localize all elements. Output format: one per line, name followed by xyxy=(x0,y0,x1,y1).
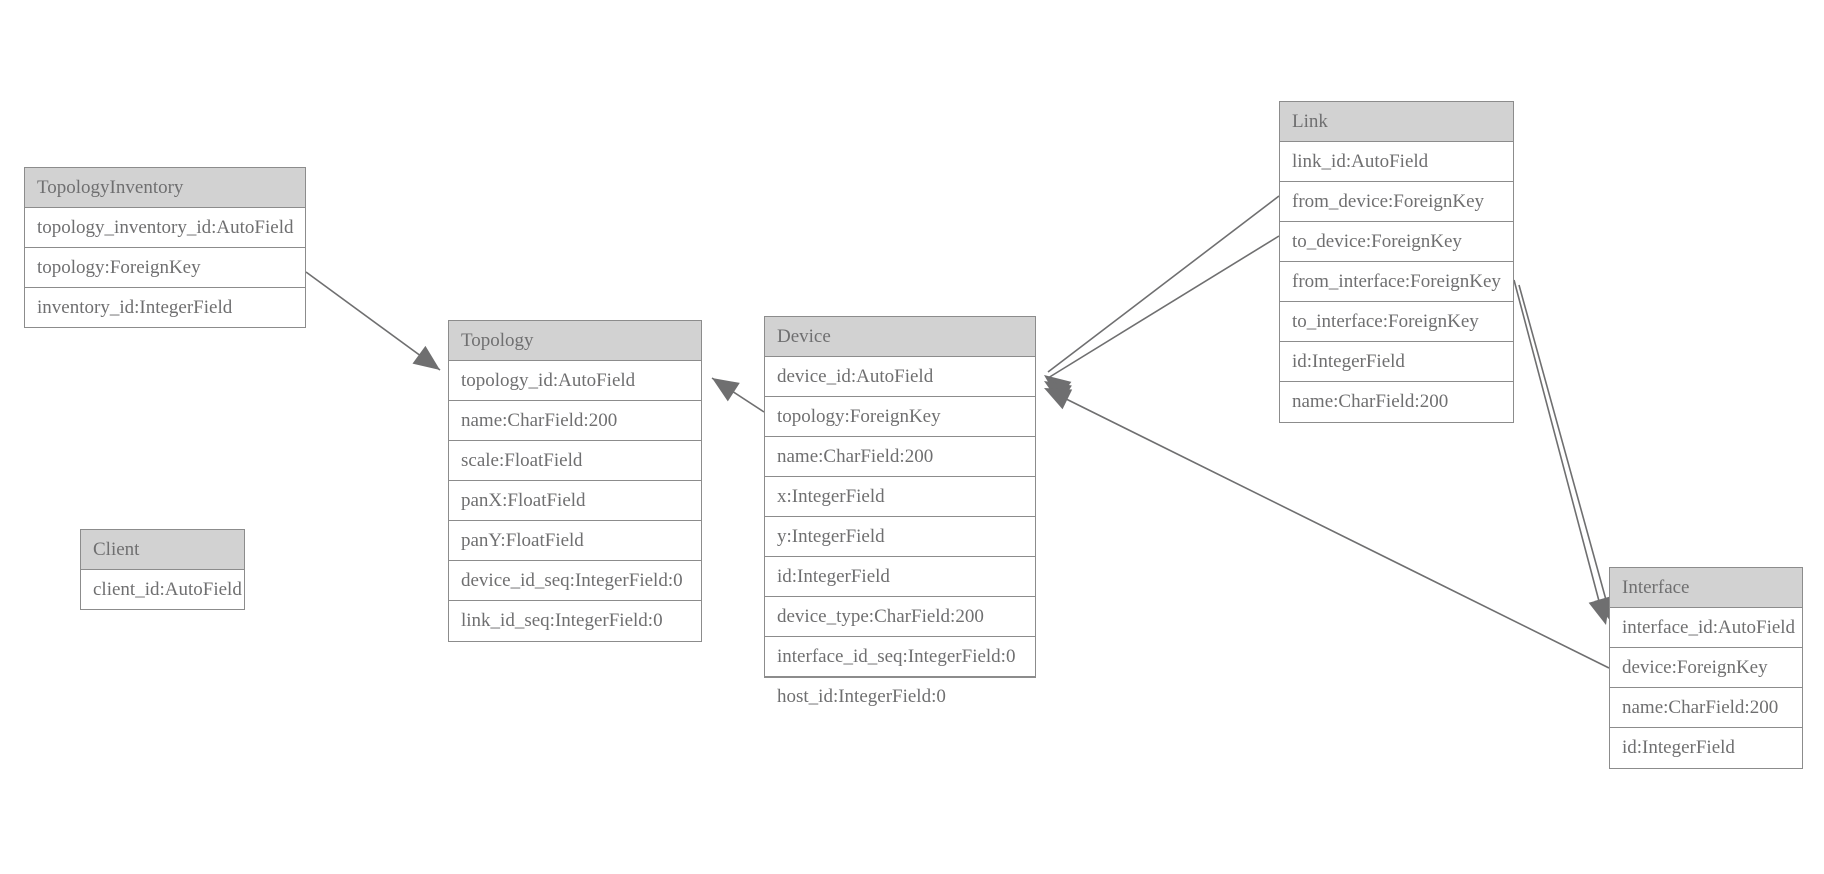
arrowhead-icon xyxy=(712,378,740,402)
entity-attribute-row: from_device:ForeignKey xyxy=(1280,182,1513,222)
relationship-line xyxy=(305,271,441,371)
entity-attribute-row: to_device:ForeignKey xyxy=(1280,222,1513,262)
arrowhead-icon xyxy=(1044,381,1072,405)
relationship-link-to-device xyxy=(1044,235,1280,405)
entity-attribute-row: link_id:AutoField xyxy=(1280,142,1513,182)
entity-attribute-row: name:CharField:200 xyxy=(449,401,701,441)
entity-attribute-row: name:CharField:200 xyxy=(765,437,1035,477)
entity-attribute-row: topology:ForeignKey xyxy=(25,248,305,288)
entity-title-device: Device xyxy=(765,317,1035,357)
entity-attribute-row: interface_id:AutoField xyxy=(1610,608,1802,648)
entity-title-topology_inventory: TopologyInventory xyxy=(25,168,305,208)
entity-attribute-row: id:IntegerField xyxy=(765,557,1035,597)
entity-title-interface: Interface xyxy=(1610,568,1802,608)
entity-attribute-row: from_interface:ForeignKey xyxy=(1280,262,1513,302)
entity-attribute-row: interface_id_seq:IntegerField:0 xyxy=(765,637,1035,677)
entity-attribute-row: link_id_seq:IntegerField:0 xyxy=(461,610,663,631)
entity-attribute-row: id:IntegerField xyxy=(1280,342,1513,382)
entity-attribute-row: name:CharField:200 xyxy=(1292,391,1449,412)
entity-attribute-row: panX:FloatField xyxy=(449,481,701,521)
entity-title-link: Link xyxy=(1280,102,1513,142)
entity-attribute-row: inventory_id:IntegerField xyxy=(37,297,233,318)
relationship-link-from-interface xyxy=(1513,279,1610,625)
arrowhead-icon xyxy=(1044,375,1072,400)
entity-attribute-row: id:IntegerField xyxy=(1622,737,1735,758)
entity-attribute-row: device_id:AutoField xyxy=(765,357,1035,397)
entity-attribute-row: topology_inventory_id:AutoField xyxy=(25,208,305,248)
relationship-device-topology xyxy=(711,377,765,413)
entity-attribute-row: topology:ForeignKey xyxy=(765,397,1035,437)
entity-box-client[interactable]: Client client_id:AutoField xyxy=(80,529,245,610)
relationship-line xyxy=(1047,195,1280,373)
entity-attribute-row: scale:FloatField xyxy=(449,441,701,481)
entity-attribute-row: device_id_seq:IntegerField:0 xyxy=(449,561,701,601)
relationship-line xyxy=(1513,279,1605,621)
entity-attribute-row: topology_id:AutoField xyxy=(449,361,701,401)
entity-title-client: Client xyxy=(81,530,244,570)
entity-attribute-row: panY:FloatField xyxy=(449,521,701,561)
entity-attribute-row: device_type:CharField:200 xyxy=(765,597,1035,637)
relationship-topologyinventory-topology xyxy=(305,271,441,371)
entity-attribute-row: host_id:IntegerField:0 xyxy=(777,686,946,707)
entity-attribute-row: client_id:AutoField xyxy=(93,579,242,600)
entity-attribute-row: device:ForeignKey xyxy=(1610,648,1802,688)
entity-attribute-row: name:CharField:200 xyxy=(1610,688,1802,728)
relationship-link-to-interface xyxy=(1518,284,1616,623)
relationship-line xyxy=(1047,389,1610,669)
arrowhead-icon xyxy=(1044,388,1073,410)
entity-attribute-row: to_interface:ForeignKey xyxy=(1280,302,1513,342)
relationship-line xyxy=(1518,284,1612,619)
entity-attribute-row: y:IntegerField xyxy=(765,517,1035,557)
arrowhead-icon xyxy=(412,345,440,370)
relationship-link-from-device xyxy=(1044,195,1280,400)
relationship-line xyxy=(1047,235,1280,379)
entity-title-topology: Topology xyxy=(449,321,701,361)
relationship-line xyxy=(711,377,765,413)
entity-attribute-row: x:IntegerField xyxy=(765,477,1035,517)
